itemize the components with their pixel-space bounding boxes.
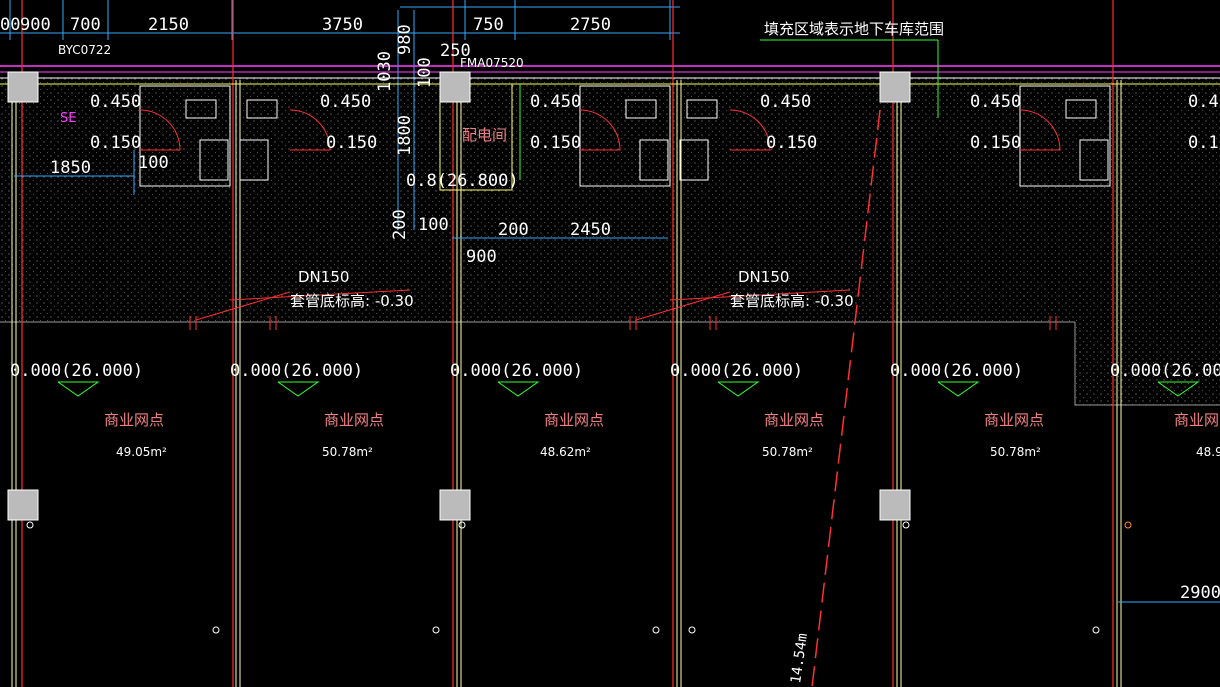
dim-900-b: 900 — [466, 247, 497, 267]
top-dimension-texts: 00 900 700 2150 3750 750 2750 250 980 10… — [0, 15, 944, 267]
pipe-2-label: DN150 — [738, 268, 789, 286]
unit-3-name: 商业网点 — [544, 411, 604, 429]
level-marks — [57, 381, 1200, 397]
dim-100-l: 100 — [138, 153, 169, 173]
unit-4-name: 商业网点 — [764, 411, 824, 429]
dim-1030: 1030 — [375, 51, 395, 92]
unit-5-area: 50.78m² — [990, 445, 1041, 459]
door-tag: FMA07520 — [460, 56, 524, 70]
se-tag: SE — [60, 111, 76, 126]
unit-3-area: 48.62m² — [540, 445, 591, 459]
dim-700: 700 — [70, 15, 101, 35]
unit-6-name: 商业网点 — [1174, 411, 1220, 429]
elev-top-5: 0.450 — [970, 92, 1021, 112]
pipe-leaders — [189, 289, 1057, 330]
floor-drains — [26, 521, 1132, 634]
elev-top-3: 0.450 — [530, 92, 581, 112]
dim-2900: 2900 — [1180, 583, 1220, 603]
dim-100-v: 100 — [415, 57, 435, 88]
top-dimension-line — [0, 0, 680, 230]
dim-1800: 1800 — [395, 115, 415, 156]
note-fill-region: 填充区域表示地下车库范围 — [764, 20, 944, 38]
elev-mid-4: 0.150 — [766, 133, 817, 153]
unit-1-name: 商业网点 — [104, 411, 164, 429]
pipe-1-label: DN150 — [298, 268, 349, 286]
dim-900: 900 — [20, 15, 51, 35]
dim-1850: 1850 — [50, 158, 91, 178]
elev-top-2: 0.450 — [320, 92, 371, 112]
dim-200-v: 200 — [390, 209, 410, 240]
toilet-fixtures — [139, 85, 1111, 187]
dim-250: 250 — [440, 41, 471, 61]
unit-6-area: 48.9 — [1196, 445, 1220, 459]
dim-100-h: 100 — [418, 215, 449, 235]
axis-grid — [21, 0, 1114, 687]
unit-5-name: 商业网点 — [984, 411, 1044, 429]
electric-room-level: 0.8(26.800) — [406, 171, 519, 191]
garage-fill-region — [0, 78, 1220, 406]
dim-200-h: 200 — [498, 220, 529, 240]
ramp-length: 14.54m — [788, 632, 811, 684]
dim-2450: 2450 — [570, 220, 611, 240]
elev-mid-6: 0.150 — [1188, 133, 1220, 153]
dim-3750: 3750 — [322, 15, 363, 35]
unit-6-level: 0.000(26.000) — [1110, 361, 1220, 381]
elev-mid-2: 0.150 — [326, 133, 377, 153]
elev-top-6: 0.450 — [1188, 92, 1220, 112]
unit-2-name: 商业网点 — [324, 411, 384, 429]
unit-2-area: 50.78m² — [322, 445, 373, 459]
ramp-line — [811, 109, 881, 687]
unit-1-area: 49.05m² — [116, 445, 167, 459]
unit-5-level: 0.000(26.000) — [890, 361, 1023, 381]
door-swings — [139, 109, 1061, 151]
unit-4-level: 0.000(26.000) — [670, 361, 803, 381]
unit-labels: 0.000(26.000) 商业网点 49.05m² 0.000(26.000)… — [10, 361, 1220, 459]
window-tag: BYC0722 — [58, 43, 111, 57]
dim-2750: 2750 — [570, 15, 611, 35]
unit-3-level: 0.000(26.000) — [450, 361, 583, 381]
elev-mid-1: 0.150 — [90, 133, 141, 153]
elevations: 0.450 0.450 0.450 0.450 0.450 0.450 0.15… — [90, 92, 1220, 191]
pipe-2-sub: 套管底标高: -0.30 — [730, 292, 854, 310]
walls — [0, 80, 1220, 687]
unit-1-level: 0.000(26.000) — [10, 361, 143, 381]
columns — [7, 71, 911, 521]
unit-2-level: 0.000(26.000) — [230, 361, 363, 381]
room-electric: 配电间 — [462, 126, 507, 144]
pipe-1-sub: 套管底标高: -0.30 — [290, 292, 414, 310]
leader-lines — [519, 39, 939, 180]
pipe-notes: DN150 套管底标高: -0.30 DN150 套管底标高: -0.30 — [290, 268, 854, 310]
elev-top-1: 0.450 — [90, 92, 141, 112]
unit-4-area: 50.78m² — [762, 445, 813, 459]
room-dimension-lines — [14, 150, 1220, 603]
property-boundary — [0, 65, 1220, 79]
elev-mid-5: 0.150 — [970, 133, 1021, 153]
dim-left-partial: 00 — [0, 15, 20, 35]
dim-980: 980 — [395, 24, 415, 55]
dim-2150: 2150 — [148, 15, 189, 35]
elev-top-4: 0.450 — [760, 92, 811, 112]
dim-750: 750 — [473, 15, 504, 35]
elev-mid-3: 0.150 — [530, 133, 581, 153]
